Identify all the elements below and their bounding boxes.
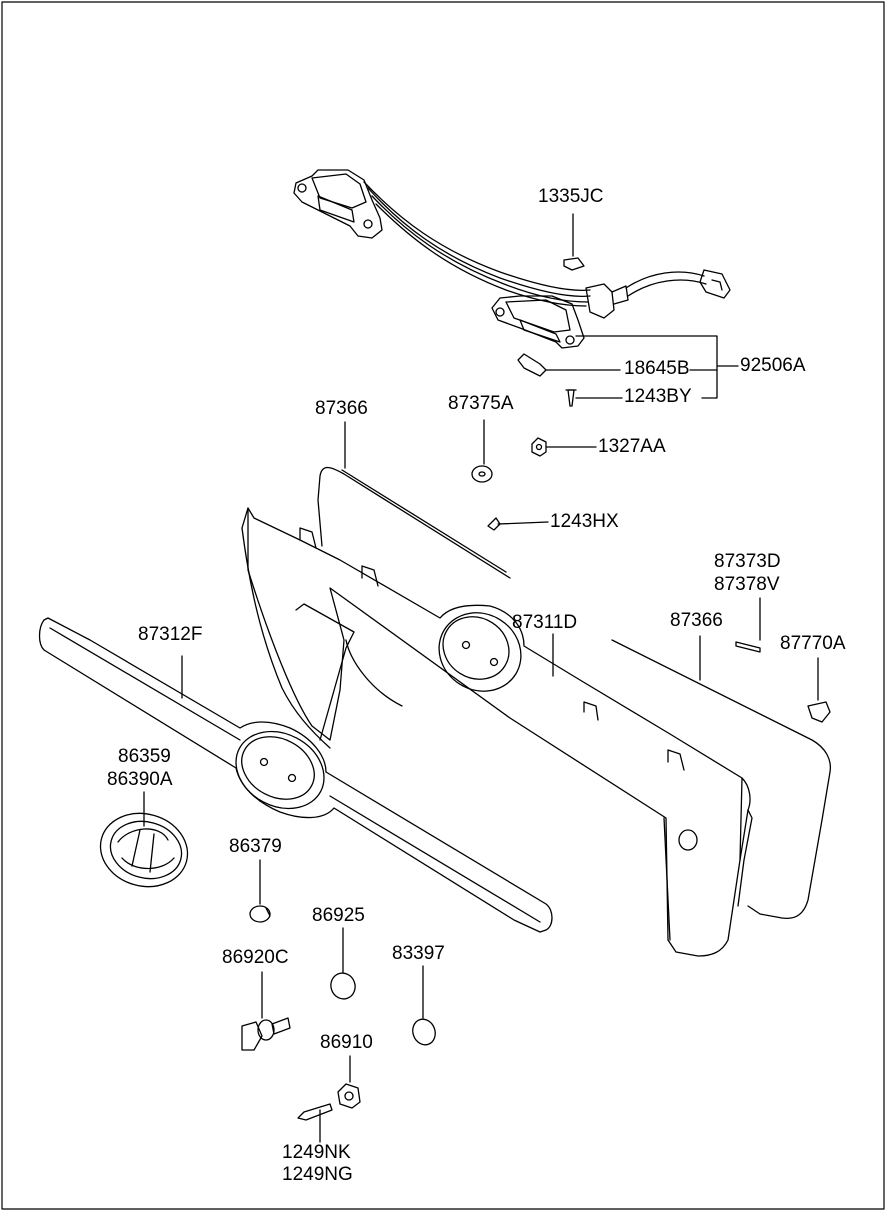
label-87311D: 87311D: [512, 612, 578, 633]
label-86379: 86379: [229, 836, 282, 857]
clip-1335JC: [563, 213, 585, 271]
clip-87770A: [807, 657, 831, 723]
molding-87312F: [38, 617, 553, 933]
label-86390A: 86390A: [107, 769, 173, 790]
nut-86910: [337, 1055, 361, 1109]
bolt-86920C: [241, 971, 291, 1051]
strip-87373D: [735, 597, 761, 653]
lamp-wiring-harness: [363, 181, 731, 319]
label-83397: 83397: [392, 943, 445, 964]
label-87770A: 87770A: [780, 633, 846, 654]
cap-83397: [412, 965, 436, 1046]
label-1249NK: 1249NK: [282, 1142, 351, 1163]
screw-1243BY: [565, 389, 623, 407]
label-1243HX: 1243HX: [550, 511, 619, 532]
label-92506A: 92506A: [740, 355, 806, 376]
label-87366-upper: 87366: [315, 398, 368, 419]
label-1335JC: 1335JC: [538, 186, 604, 207]
part-86379: [249, 859, 271, 923]
cap-86925: [330, 927, 356, 1000]
label-1243BY: 1243BY: [624, 386, 692, 407]
seal-87366-upper: [317, 421, 511, 579]
label-87312F: 87312F: [138, 624, 203, 645]
leader-92506A: [575, 335, 739, 399]
label-1327AA: 1327AA: [598, 436, 666, 457]
license-lamp-right: [491, 295, 585, 349]
label-87375A: 87375A: [448, 393, 514, 414]
screw-1249NK: [297, 1103, 333, 1143]
label-1249NG: 1249NG: [282, 1164, 353, 1185]
label-86920C: 86920C: [222, 947, 289, 968]
license-lamp-left: [293, 169, 383, 239]
screw-1243HX: [487, 517, 549, 531]
label-86910: 86910: [320, 1032, 373, 1053]
label-86359: 86359: [118, 746, 171, 767]
nut-1327AA: [531, 437, 597, 457]
emblem-86359: [99, 791, 189, 888]
label-87373D: 87373D: [714, 551, 781, 572]
label-87366-right: 87366: [670, 610, 723, 631]
label-86925: 86925: [312, 905, 365, 926]
seal-87366-right: [611, 635, 832, 920]
label-87378V: 87378V: [714, 574, 780, 595]
label-18645B: 18645B: [624, 358, 690, 379]
garnish-panel-87311D: [241, 507, 753, 957]
bulb-18645B: [517, 353, 718, 377]
washer-87375A: [471, 419, 493, 483]
